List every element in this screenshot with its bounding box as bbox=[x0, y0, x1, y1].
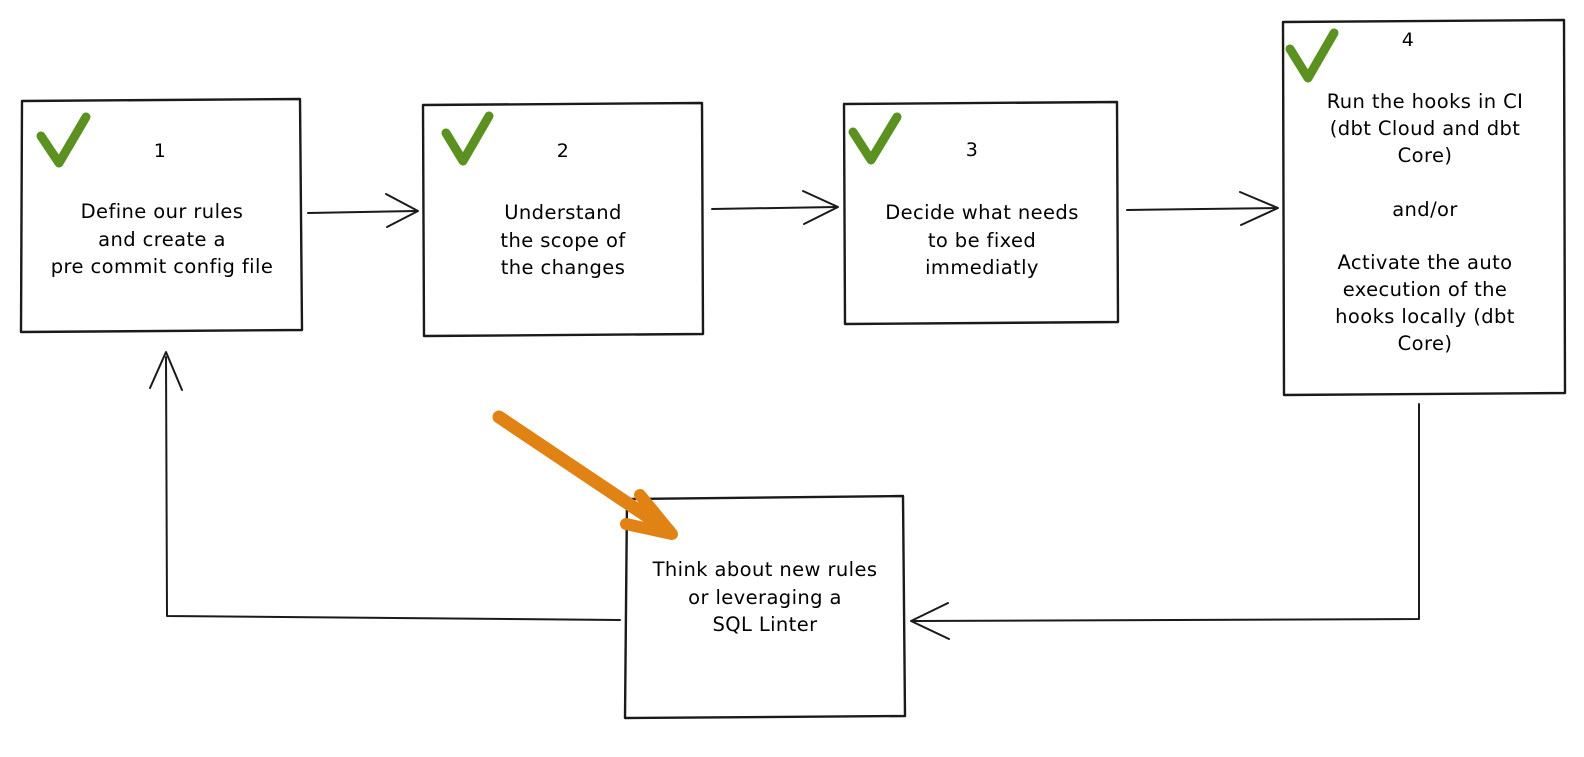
node-number-step-3: 3 bbox=[965, 139, 979, 161]
edge-1-2-line bbox=[307, 210, 417, 214]
edge-3-4-arrowhead bbox=[1239, 191, 1279, 226]
node-box-step-loop[interactable] bbox=[623, 494, 907, 720]
orange-highlight-arrow-shaft bbox=[492, 410, 676, 538]
node-label-step-4: Run the hooks in CI (dbt Cloud and dbt C… bbox=[1326, 90, 1524, 356]
orange-highlight-arrow-head bbox=[620, 489, 678, 540]
node-box-step-1[interactable] bbox=[19, 97, 304, 334]
edge-loop-1-arrowhead bbox=[149, 351, 183, 391]
green-check-icon-2 bbox=[441, 111, 494, 166]
node-box-step-4[interactable] bbox=[1281, 18, 1567, 397]
green-check-icon-4 bbox=[1285, 28, 1339, 83]
node-label-step-3: Decide what needs to be fixed immediatly bbox=[885, 201, 1079, 280]
edge-3-4-line bbox=[1126, 207, 1277, 211]
edge-4-loop-arrowhead bbox=[910, 602, 950, 640]
node-box-step-2[interactable] bbox=[421, 101, 705, 338]
green-check-icon-3 bbox=[848, 112, 902, 165]
edge-loop-1-line bbox=[165, 356, 621, 621]
node-box-step-3[interactable] bbox=[842, 100, 1120, 326]
edge-2-3-line bbox=[711, 206, 837, 210]
node-label-step-loop: Think about new rules or leveraging a SQ… bbox=[652, 558, 878, 637]
edge-2-3-arrowhead bbox=[802, 190, 839, 225]
node-number-step-2: 2 bbox=[556, 140, 570, 162]
node-label-step-1: Define our rules and create a pre commit… bbox=[50, 200, 274, 279]
edge-1-2-arrowhead bbox=[385, 193, 419, 228]
node-number-step-1: 1 bbox=[153, 140, 167, 162]
green-check-icon-1 bbox=[36, 112, 91, 168]
node-number-step-4: 4 bbox=[1401, 29, 1415, 51]
node-label-step-2: Understand the scope of the changes bbox=[500, 201, 626, 280]
edge-4-loop-line bbox=[913, 403, 1420, 622]
